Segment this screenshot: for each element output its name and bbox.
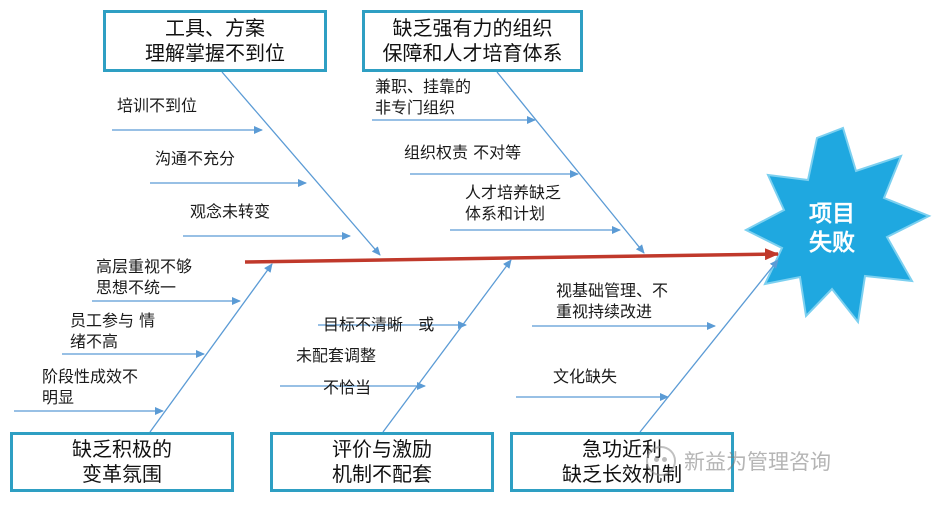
bone-bottom-right (639, 259, 779, 433)
cause-text: 沟通不充分 (155, 149, 236, 168)
cause-text: 目标不清晰 或 (323, 315, 435, 334)
cause-label: 观念未转变 (190, 201, 270, 222)
effect-label-line1: 项目 (809, 201, 855, 227)
effect-label-line2: 失败 (809, 230, 855, 256)
cause-text: 绪不高 (70, 332, 119, 351)
watermark: 新益为管理咨询 (646, 446, 831, 476)
cause-text: 兼职、挂靠的 (375, 77, 472, 96)
cause-text: 阶段性成效不 (42, 367, 139, 386)
cause-label: 人才培养缺乏 体系和计划 (465, 182, 561, 224)
cause-label: 视基础管理、不 重视持续改进 (556, 280, 668, 322)
watermark-text: 新益为管理咨询 (684, 450, 831, 474)
category-box-shortsighted: 急功近利 缺乏长效机制 (510, 432, 734, 492)
category-box-atmosphere: 缺乏积极的 变革氛围 (10, 432, 234, 492)
cause-label: 高层重视不够 思想不统一 (96, 256, 192, 298)
bone-bottom-mid (382, 259, 512, 433)
cause-text: 高层重视不够 (96, 257, 193, 276)
cause-text: 重视持续改进 (556, 302, 653, 321)
cause-text: 组织权责 不对等 (404, 143, 522, 162)
cause-label: 目标不清晰 或 不恰当 (323, 272, 434, 440)
cause-label: 组织权责 不对等 (404, 142, 521, 163)
cause-label: 阶段性成效不 明显 (42, 366, 138, 408)
main-spine-arrow (244, 248, 779, 264)
category-line1: 工具、方案 (165, 16, 265, 40)
cause-text: 观念未转变 (190, 202, 271, 221)
cause-text: 员工参与 情 (70, 311, 156, 330)
wechat-icon (646, 446, 676, 476)
cause-text: 不恰当 (323, 378, 372, 397)
cause-text: 明显 (42, 388, 75, 407)
cause-label: 未配套调整 (296, 345, 376, 366)
cause-text: 体系和计划 (465, 204, 546, 223)
category-box-organization: 缺乏强有力的组织 保障和人才培育体系 (362, 10, 583, 72)
bone-top-right (496, 71, 645, 254)
category-line1: 缺乏强有力的组织 (392, 16, 553, 40)
cause-label: 兼职、挂靠的 非专门组织 (375, 76, 471, 118)
bone-bottom-left (149, 263, 273, 433)
category-box-tools: 工具、方案 理解掌握不到位 (103, 10, 327, 72)
cause-text: 思想不统一 (96, 278, 177, 297)
category-line1: 缺乏积极的 (72, 437, 172, 461)
cause-text: 视基础管理、不 (556, 281, 669, 300)
category-line2: 理解掌握不到位 (145, 41, 285, 65)
category-line2: 保障和人才培育体系 (382, 41, 563, 65)
category-line1: 评价与激励 (332, 437, 432, 461)
cause-text: 培训不到位 (117, 96, 198, 115)
category-line2: 变革氛围 (82, 462, 162, 486)
cause-label: 培训不到位 (117, 95, 197, 116)
cause-text: 非专门组织 (375, 98, 456, 117)
cause-label: 员工参与 情 绪不高 (70, 310, 155, 352)
category-line2: 机制不配套 (332, 462, 432, 486)
cause-label: 文化缺失 (553, 366, 617, 387)
cause-text: 文化缺失 (553, 367, 618, 386)
effect-label: 项目 失败 (796, 200, 868, 258)
cause-label: 沟通不充分 (155, 148, 235, 169)
effect-starburst (743, 126, 932, 325)
bone-top-left (221, 71, 381, 256)
cause-text: 人才培养缺乏 (465, 183, 562, 202)
cause-text: 未配套调整 (296, 346, 377, 365)
category-box-incentive: 评价与激励 机制不配套 (270, 432, 494, 492)
